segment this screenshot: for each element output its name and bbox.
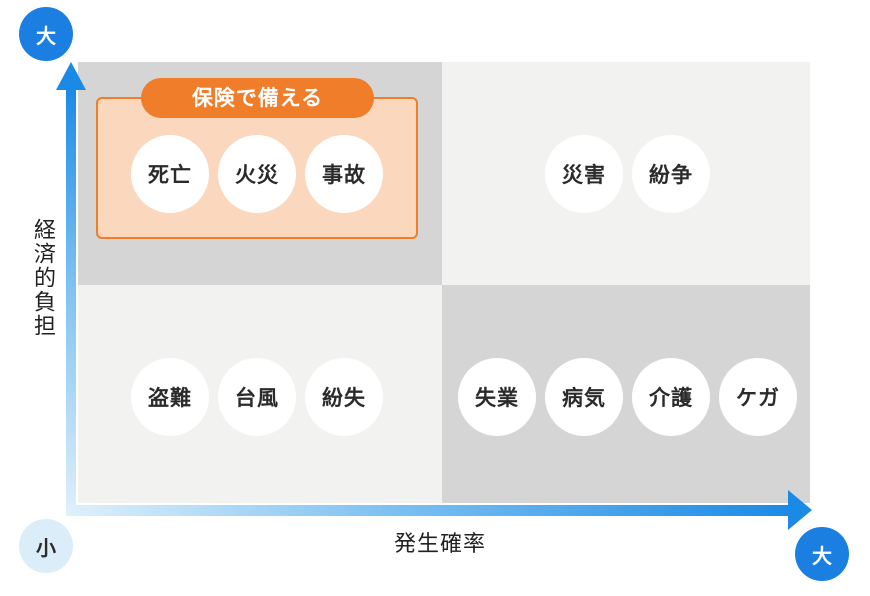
- risk-item-disaster: 災害: [545, 135, 623, 213]
- y-axis-high-marker: 大: [19, 7, 73, 61]
- risk-item-fire: 火災: [218, 135, 296, 213]
- x-axis-arrow-icon: [788, 490, 812, 530]
- origin-low-marker: 小: [19, 519, 73, 573]
- risk-item-typhoon: 台風: [218, 358, 296, 436]
- risk-item-theft: 盗難: [131, 358, 209, 436]
- x-axis-label: 発生確率: [393, 532, 486, 557]
- x-axis-line: [66, 505, 790, 516]
- risk-item-injury: ケガ: [719, 358, 797, 436]
- risk-item-accident: 事故: [305, 135, 383, 213]
- y-axis-arrow-icon: [56, 62, 86, 90]
- risk-item-death: 死亡: [131, 135, 209, 213]
- risk-item-dispute: 紛争: [632, 135, 710, 213]
- risk-item-illness: 病気: [545, 358, 623, 436]
- y-axis-label: 経済的負担: [30, 218, 55, 338]
- risk-item-loss: 紛失: [305, 358, 383, 436]
- y-axis-line: [66, 86, 76, 516]
- insurance-label: 保険で備える: [141, 78, 374, 118]
- x-axis-high-marker: 大: [795, 527, 849, 581]
- risk-item-nursing-care: 介護: [632, 358, 710, 436]
- quadrant-top-right: [442, 62, 810, 285]
- risk-item-unemployment: 失業: [458, 358, 536, 436]
